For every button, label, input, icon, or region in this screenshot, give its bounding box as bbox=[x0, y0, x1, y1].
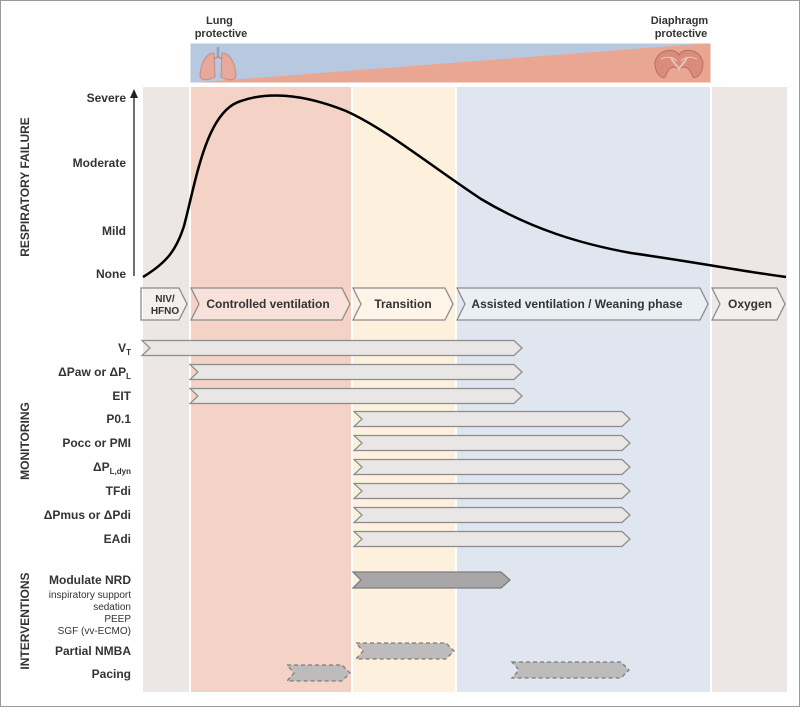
monitoring-label-pocc: Pocc or PMI bbox=[62, 436, 131, 450]
monitoring-arrow-dpldyn bbox=[352, 458, 631, 476]
partial-nmba-arrow bbox=[354, 642, 455, 660]
monitoring-section-title: MONITORING bbox=[18, 402, 32, 480]
monitoring-arrow-dpaw bbox=[188, 363, 523, 381]
monitoring-label-vt: VT bbox=[118, 341, 131, 357]
phase-label-transition: Transition bbox=[374, 297, 431, 311]
nrd-item-sgf: SGF (vv-ECMO) bbox=[58, 626, 131, 637]
nrd-item-sedation: sedation bbox=[93, 602, 131, 613]
phase-label-controlled: Controlled ventilation bbox=[206, 297, 329, 311]
band-niv bbox=[143, 87, 190, 692]
band-oxygen bbox=[711, 87, 787, 692]
nrd-item-peep: PEEP bbox=[104, 614, 131, 625]
severity-axis-arrowhead bbox=[130, 89, 138, 98]
monitoring-label-dpaw: ΔPaw or ΔPL bbox=[58, 365, 131, 381]
phase-label-oxygen: Oxygen bbox=[728, 297, 772, 311]
monitoring-arrow-tfdi bbox=[352, 482, 631, 500]
severity-curve bbox=[142, 94, 787, 279]
interventions-section-title: INTERVENTIONS bbox=[18, 572, 32, 669]
nrd-item-inspiratory-support: inspiratory support bbox=[49, 590, 131, 601]
phase-label-niv: NIV/HFNO bbox=[151, 294, 180, 317]
diaphragm-protective-label: Diaphragm protective bbox=[651, 15, 712, 40]
monitoring-label-dpldyn: ΔPL,dyn bbox=[93, 460, 131, 476]
monitoring-label-tfdi: TFdi bbox=[106, 484, 131, 498]
lungs-icon bbox=[199, 47, 237, 81]
phase-row: NIV/HFNO Controlled ventilation Transition… bbox=[140, 287, 786, 321]
pacing-arrow-early bbox=[285, 664, 351, 682]
monitoring-arrow-eadi bbox=[352, 530, 631, 548]
monitoring-arrow-p01 bbox=[352, 410, 631, 428]
severity-level-moderate: Moderate bbox=[73, 156, 127, 170]
monitoring-arrow-dpmus bbox=[352, 506, 631, 524]
modulate-nrd-arrow bbox=[351, 571, 511, 589]
monitoring-label-eit: EIT bbox=[112, 389, 131, 403]
protection-gradient-bar bbox=[189, 42, 712, 84]
monitoring-label-p01: P0.1 bbox=[106, 412, 131, 426]
severity-level-severe: Severe bbox=[87, 91, 127, 105]
severity-level-none: None bbox=[96, 267, 126, 281]
pacing-arrow-late bbox=[510, 661, 630, 679]
monitoring-arrow-eit bbox=[188, 387, 523, 405]
phase-chevron-controlled bbox=[189, 287, 351, 321]
lung-protective-label: Lung protective bbox=[195, 15, 248, 40]
modulate-nrd-label: Modulate NRD bbox=[49, 573, 131, 587]
monitoring-label-dpmus: ΔPmus or ΔPdi bbox=[44, 508, 131, 522]
respiratory-failure-axis-title: RESPIRATORY FAILURE bbox=[18, 117, 32, 257]
phase-chevron-niv bbox=[140, 287, 188, 321]
pacing-label: Pacing bbox=[92, 667, 131, 681]
phase-chevron-oxygen bbox=[710, 287, 786, 321]
diaphragm-icon bbox=[654, 49, 704, 78]
monitoring-arrow-vt bbox=[140, 339, 523, 357]
monitoring-arrow-pocc bbox=[352, 434, 631, 452]
partial-nmba-label: Partial NMBA bbox=[55, 644, 131, 658]
phase-label-assisted: Assisted ventilation / Weaning phase bbox=[471, 297, 682, 311]
phase-chevron-transition bbox=[351, 287, 454, 321]
monitoring-label-eadi: EAdi bbox=[104, 532, 131, 546]
phase-chevron-assisted bbox=[455, 287, 709, 321]
severity-level-mild: Mild bbox=[102, 224, 126, 238]
